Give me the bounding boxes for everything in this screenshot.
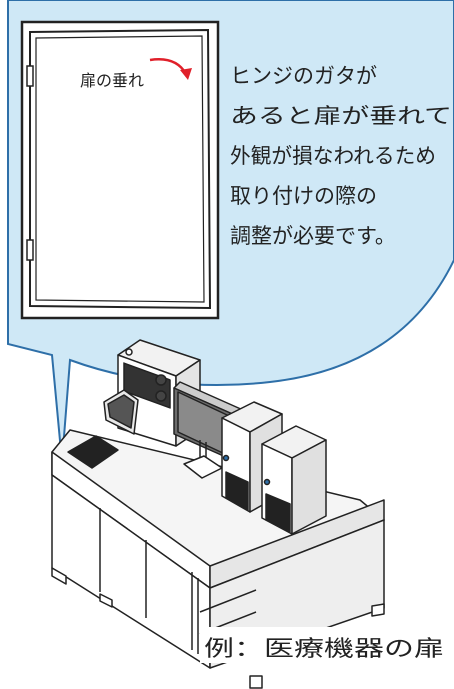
caption: 例：医療機器の扉 (204, 637, 444, 662)
explanation-line: 調整が必要です。 (230, 224, 396, 248)
explanation-line: 取り付けの際の (230, 184, 377, 208)
caption-background (200, 627, 450, 663)
curved-arrow-icon (149, 58, 192, 80)
explanation-line: ヒンジのガタが (230, 64, 377, 88)
explanation-text: ヒンジのガタが あると扉が垂れて 外観が損なわれるため 取り付けの際の 調整が必… (230, 64, 452, 248)
door-sag-label: 扉の垂れ (80, 71, 144, 90)
hinge-icon (26, 65, 34, 261)
dark-tray (67, 435, 119, 469)
explanation-line: 外観が損なわれるため (230, 144, 436, 168)
tall-unit-right (261, 425, 327, 535)
cabinet-foot-icon (51, 567, 385, 689)
touch-screen (103, 389, 139, 435)
door (20, 20, 220, 320)
explanation-line: あると扉が垂れて (230, 104, 452, 128)
